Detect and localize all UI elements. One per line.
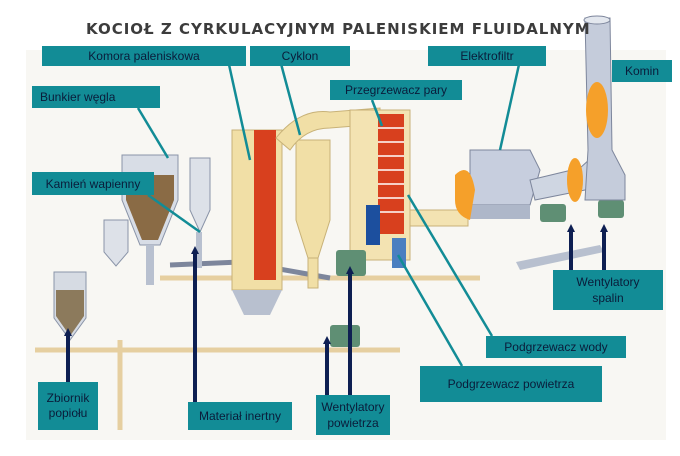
label-bunkier: Bunkier węgla (32, 86, 160, 108)
pointer-cyklon (278, 59, 302, 136)
label-wentylatory-powietrza: Wentylatory powietrza (316, 395, 390, 435)
filter-hoppers (470, 205, 530, 219)
label-kamien: Kamień wapienny (32, 172, 154, 195)
pointer-podgrzewacz-wody (406, 194, 494, 337)
pointer-podgrzewacz-powietrza (396, 254, 464, 367)
pointer-elektrofiltr (498, 59, 522, 151)
label-zbiornik-text: Zbiornik popiołu (46, 391, 90, 420)
ash-fill (56, 290, 84, 336)
label-wentylatory-powietrza-text: Wentylatory powietrza (321, 400, 385, 430)
duct-flame-left (567, 158, 583, 202)
chimney-flame (586, 82, 608, 138)
superheater (378, 114, 404, 234)
bunker-leg (146, 245, 154, 285)
filter-hood (469, 149, 541, 206)
fans (330, 200, 624, 347)
label-przegrzewacz: Przegrzewacz pary (330, 80, 462, 100)
label-komora: Komora paleniskowa (42, 46, 246, 66)
pointer-przegrzewacz (370, 99, 384, 127)
pointer-komora (226, 59, 252, 161)
superheater-tubes (378, 127, 404, 213)
pointer-kamien (147, 193, 201, 234)
filter-orange-duct (455, 170, 475, 220)
input-arrows (64, 224, 608, 402)
label-podgrzewacz-powietrza: Podgrzewacz powietrza (420, 366, 602, 402)
label-material: Materiał inertny (188, 402, 292, 430)
limestone-silo (189, 157, 211, 234)
limestone-column (196, 232, 202, 268)
chamber-bottom (232, 290, 282, 315)
label-podgrzewacz-wody: Podgrzewacz wody (486, 336, 626, 358)
chimney-top (583, 15, 611, 25)
cyclone-dipleg (307, 257, 319, 289)
label-wentylatory-spalin-text: Wentylatory spalin (576, 275, 640, 305)
diagram-title: KOCIOŁ Z CYRKULACYJNYM PALENISKIEM FLUID… (86, 20, 591, 38)
label-zbiornik: Zbiornik popiołu (38, 382, 98, 430)
pointer-bunkier (136, 107, 170, 159)
pointer-lines (136, 59, 522, 367)
economizer (366, 205, 380, 245)
label-wentylatory-spalin: Wentylatory spalin (553, 270, 663, 310)
label-elektrofiltr: Elektrofiltr (428, 46, 546, 66)
label-komin: Komin (612, 60, 672, 82)
left-silo (103, 219, 129, 267)
combustion-chamber (254, 130, 276, 280)
label-cyklon: Cyklon (250, 46, 350, 66)
